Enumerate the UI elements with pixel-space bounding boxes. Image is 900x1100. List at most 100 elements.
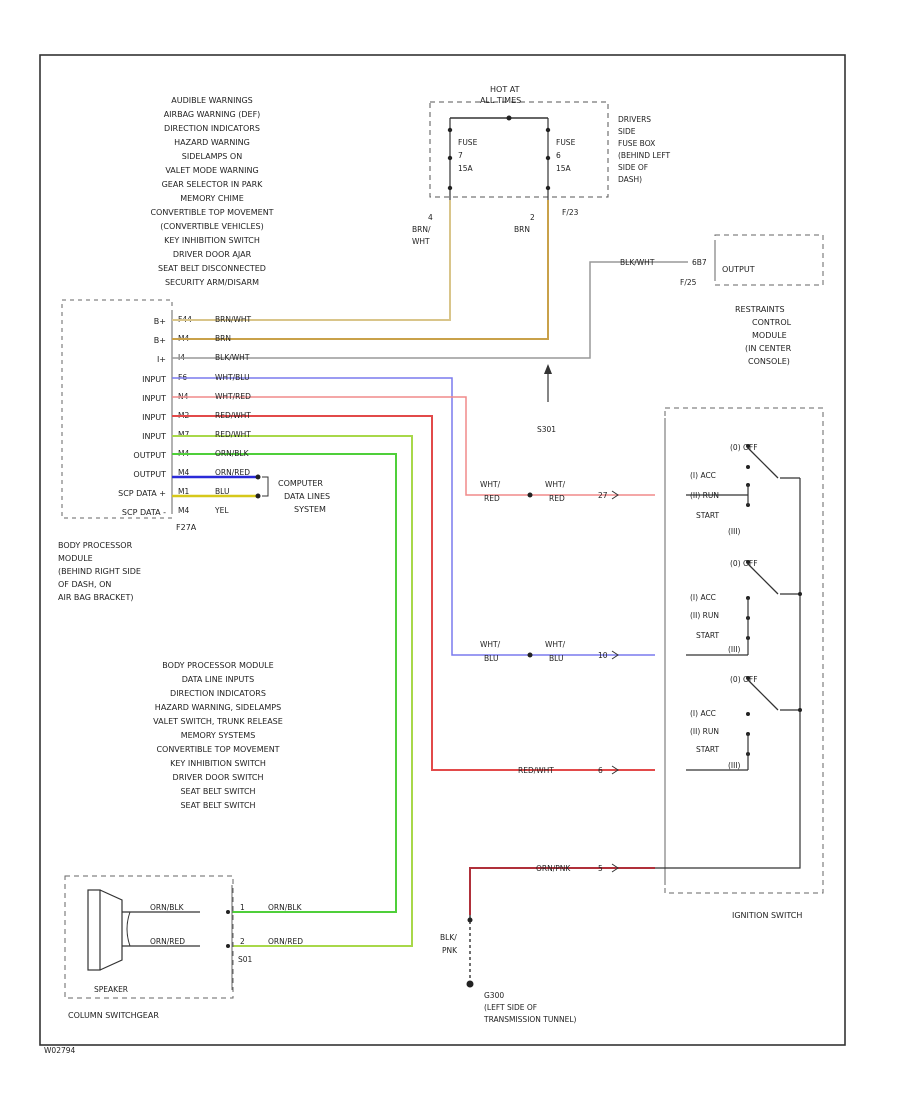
position-iii: (III) xyxy=(728,645,741,654)
restraints-pin: 6B7 xyxy=(692,258,707,267)
data-input-item: HAZARD WARNING, SIDELAMPS xyxy=(155,703,281,712)
bpm-outline xyxy=(61,299,173,519)
fuse-box-outline xyxy=(429,101,609,198)
position-off: (0) OFF xyxy=(730,675,758,684)
wire-orn-pnk xyxy=(469,867,655,915)
position-iii: (III) xyxy=(728,761,741,770)
pin-label: 10 xyxy=(598,651,608,660)
fuse-right-number: 6 xyxy=(556,151,561,160)
switch-contact xyxy=(746,465,750,469)
warning-item: CONVERTIBLE TOP MOVEMENT xyxy=(150,208,273,217)
ground-label: TRANSMISSION TUNNEL) xyxy=(483,1015,577,1024)
fuse-left-rating: 15A xyxy=(458,164,474,173)
position-acc: (I) ACC xyxy=(690,709,716,718)
switch-contact xyxy=(746,444,750,448)
fuse-left-wire-1: BRN/ xyxy=(412,225,431,234)
wire-label: RED/WHT xyxy=(518,766,554,775)
bpm-cavity: M1 xyxy=(178,487,189,496)
bpm-pin-label: SCP DATA - xyxy=(122,508,166,517)
fuse-box-header-2: ALL TIMES xyxy=(480,96,521,105)
restraints-output: OUTPUT xyxy=(722,265,755,274)
bus-junction xyxy=(798,592,802,596)
warning-item: SECURITY ARM/DISARM xyxy=(165,278,259,287)
ignition-common-bus xyxy=(655,478,801,869)
bpm-label-2: MODULE xyxy=(58,554,93,563)
warning-item: AIRBAG WARNING (DEF) xyxy=(164,110,261,119)
position-acc: (I) ACC xyxy=(690,471,716,480)
wire-label: BLU xyxy=(549,654,563,663)
bpm-pin-label: SCP DATA + xyxy=(118,489,166,498)
speaker-icon xyxy=(87,889,200,971)
bus-junction xyxy=(798,708,802,712)
wire-brn xyxy=(172,200,549,340)
bpm-pin-label: INPUT xyxy=(142,413,166,422)
position-start: START xyxy=(696,631,720,640)
wire-wht-blu xyxy=(172,377,655,656)
wire-label: WHT/ xyxy=(545,480,566,489)
speaker-pin: 2 xyxy=(240,937,245,946)
warning-item: KEY INHIBITION SWITCH xyxy=(164,236,260,245)
bpm-pin-label: INPUT xyxy=(142,432,166,441)
ignition-label: IGNITION SWITCH xyxy=(732,911,802,920)
warning-item: AUDIBLE WARNINGS xyxy=(171,96,253,105)
ground-symbol xyxy=(466,980,474,988)
speaker-wire-top: ORN/BLK xyxy=(150,903,185,912)
fuse-box-location-6: DASH) xyxy=(618,175,642,184)
wire-label: BRN/WHT xyxy=(215,315,252,324)
bpm-connector: F27A xyxy=(176,523,197,532)
restraints-wire: BLK/WHT xyxy=(620,258,655,267)
ground-point: BLK/ PNK G300 (LEFT SIDE OF TRANSMISSION… xyxy=(440,917,577,1024)
computer-data-1: COMPUTER xyxy=(278,479,323,488)
splice-label: S301 xyxy=(537,425,556,434)
position-iii: (III) xyxy=(728,527,741,536)
speaker-pin-dot xyxy=(226,944,230,948)
data-bracket xyxy=(262,476,269,497)
footer-code: W02794 xyxy=(44,1046,76,1055)
wire-label: BRN xyxy=(215,334,231,343)
position-run: (II) RUN xyxy=(690,611,719,620)
diagram-border xyxy=(39,54,846,1046)
warning-item: HAZARD WARNING xyxy=(174,138,250,147)
position-run: (II) RUN xyxy=(690,727,719,736)
fuse-box-location-5: SIDE OF xyxy=(618,163,648,172)
bus-junction xyxy=(506,115,512,121)
wire-label: YEL xyxy=(214,506,229,515)
restraints-outline xyxy=(714,234,824,286)
wire-label: WHT/RED xyxy=(215,392,251,401)
warning-item: DIRECTION INDICATORS xyxy=(164,124,260,133)
wire-label: RED/WHT xyxy=(215,430,251,439)
position-off: (0) OFF xyxy=(730,443,758,452)
fuse-box-location-3: FUSE BOX xyxy=(618,139,655,148)
connector-mark xyxy=(611,490,619,500)
ground-wire-label: PNK xyxy=(442,946,458,955)
wire-label: RED/WHT xyxy=(215,411,251,420)
connector-mark xyxy=(611,765,619,775)
wire-orn-red xyxy=(172,435,413,947)
bpm-label-3: (BEHIND RIGHT SIDE xyxy=(58,567,141,576)
wire-blk-wht xyxy=(172,261,688,359)
data-input-item: KEY INHIBITION SWITCH xyxy=(170,759,266,768)
data-input-item: SEAT BELT SWITCH xyxy=(180,787,255,796)
fuse-box-location-4: (BEHIND LEFT xyxy=(618,151,671,160)
bpm-pin-label: B+ xyxy=(154,317,166,326)
restraints-connector: F/25 xyxy=(680,278,697,287)
bpm-pin-label: OUTPUT xyxy=(133,470,166,479)
fuse-box-location-1: DRIVERS xyxy=(618,115,651,124)
data-input-item: BODY PROCESSOR MODULE xyxy=(162,661,273,670)
fuse-left-label: FUSE xyxy=(458,138,478,147)
wire-red-wht xyxy=(172,415,655,771)
fuse-box: HOT AT ALL TIMES FUSE 7 15A FUSE 6 15A D… xyxy=(412,85,671,246)
warning-item: MEMORY CHIME xyxy=(180,194,244,203)
wire-joint xyxy=(527,652,533,658)
pin-label: 27 xyxy=(598,491,608,500)
wire-label: WHT/ xyxy=(480,480,501,489)
fuse-left-number: 7 xyxy=(458,151,463,160)
speaker-out-wire: ORN/BLK xyxy=(268,903,303,912)
pin-label: 6 xyxy=(598,766,603,775)
wire-label: ORN/BLK xyxy=(215,449,250,458)
position-start: START xyxy=(696,511,720,520)
connector-mark xyxy=(611,650,619,660)
bpm-wire-labels: BRN/WHT BRN BLK/WHT WHT/BLU WHT/RED RED/… xyxy=(214,315,252,515)
wire-label: ORN/RED xyxy=(215,468,250,477)
bpm-pin-label: INPUT xyxy=(142,394,166,403)
